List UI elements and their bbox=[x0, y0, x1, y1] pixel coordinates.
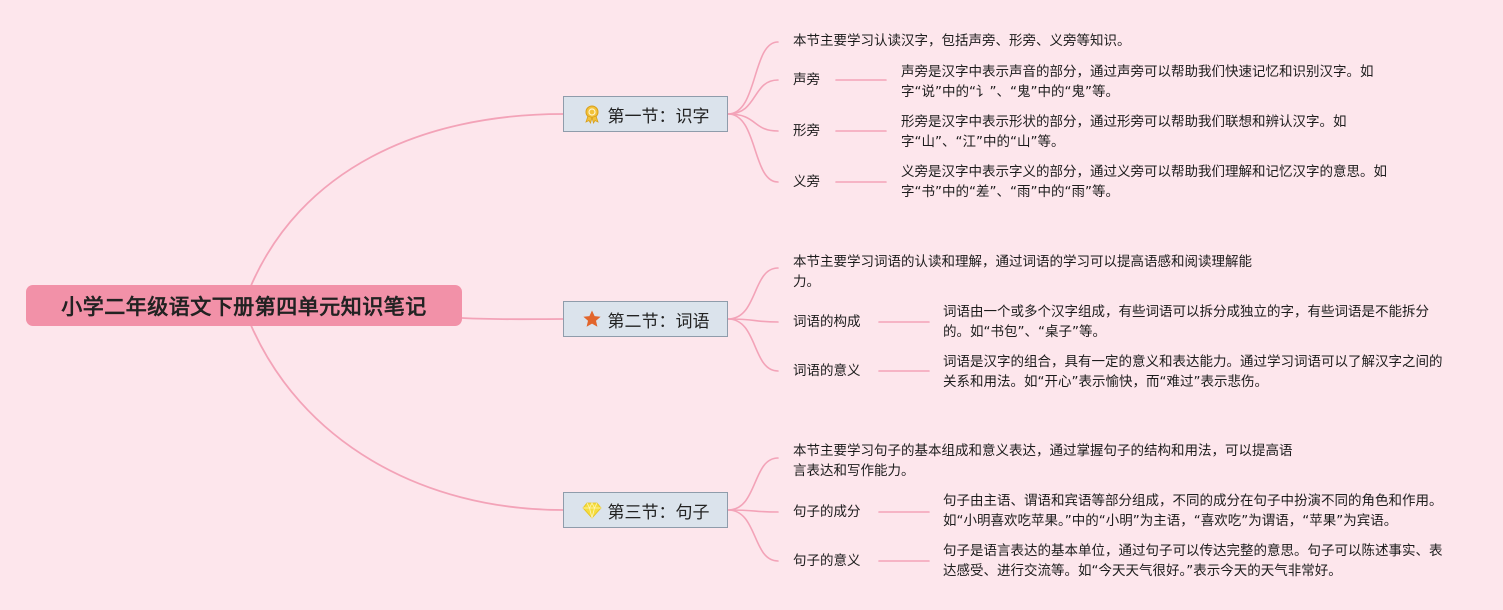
section-2-item-1-detail: 词语由一个或多个汉字组成，有些词语可以拆分成独立的字，有些词语是不能拆分的。如“… bbox=[943, 304, 1429, 340]
ribbon-badge-icon bbox=[584, 105, 599, 124]
section-2-item-1-label: 词语的构成 bbox=[793, 314, 861, 330]
root-link-section-3 bbox=[249, 322, 564, 511]
section-3-child-link-2 bbox=[727, 509, 779, 513]
section-3-child-link-1 bbox=[727, 457, 779, 511]
root-link-section-1 bbox=[249, 113, 564, 289]
section-1-item-3-label: 义旁 bbox=[793, 174, 820, 190]
section-2-title: 第二节：词语 bbox=[607, 311, 710, 332]
section-1-child-link-4 bbox=[727, 113, 779, 183]
section-3-item-1-label: 句子的成分 bbox=[793, 504, 861, 520]
section-3-child-link-3 bbox=[727, 509, 779, 562]
root-topic[interactable]: 小学二年级语文下册第四单元知识笔记 bbox=[26, 285, 462, 326]
root-title: 小学二年级语文下册第四单元知识笔记 bbox=[61, 294, 427, 319]
section-1-node[interactable]: 第一节：识字 bbox=[563, 96, 728, 132]
section-1-item-3-detail: 义旁是汉字中表示字义的部分，通过义旁可以帮助我们理解和记忆汉字的意思。如字“书”… bbox=[901, 164, 1387, 200]
section-2-child-link-3 bbox=[727, 318, 779, 372]
section-1-item-2-detail: 形旁是汉字中表示形状的部分，通过形旁可以帮助我们联想和辨认汉字。如字“山”、“江… bbox=[901, 114, 1347, 150]
section-2-child-link-2 bbox=[727, 318, 779, 323]
section-2-item-2-detail: 词语是汉字的组合，具有一定的意义和表达能力。通过学习词语可以了解汉字之间的关系和… bbox=[943, 354, 1443, 390]
section-2-summary: 本节主要学习词语的认读和理解，通过词语的学习可以提高语感和阅读理解能力。 bbox=[793, 254, 1252, 290]
star-icon bbox=[582, 310, 601, 327]
section-3-title: 第三节：句子 bbox=[607, 502, 710, 523]
root-link-section-2 bbox=[461, 317, 564, 321]
section-3-node[interactable]: 第三节：句子 bbox=[563, 492, 728, 528]
section-2-child-link-1 bbox=[727, 267, 779, 320]
section-3-item-2-label: 句子的意义 bbox=[793, 553, 861, 569]
section-1-title: 第一节：识字 bbox=[607, 106, 710, 127]
section-1-child-link-2 bbox=[727, 79, 779, 115]
section-3-item-1-detail: 句子由主语、谓语和宾语等部分组成，不同的成分在句子中扮演不同的角色和作用。如“小… bbox=[943, 493, 1443, 529]
section-1-item-1-label: 声旁 bbox=[793, 72, 820, 88]
gem-icon bbox=[581, 502, 602, 519]
section-3-summary: 本节主要学习句子的基本组成和意义表达，通过掌握句子的结构和用法，可以提高语言表达… bbox=[793, 443, 1293, 479]
section-2-node[interactable]: 第二节：词语 bbox=[563, 301, 728, 337]
section-3-item-2-detail: 句子是语言表达的基本单位，通过句子可以传达完整的意思。句子可以陈述事实、表达感受… bbox=[943, 543, 1443, 579]
section-1-child-link-1 bbox=[727, 41, 779, 115]
section-1-child-link-3 bbox=[727, 113, 779, 132]
section-1-summary: 本节主要学习认读汉字，包括声旁、形旁、义旁等知识。 bbox=[793, 33, 1131, 49]
section-2-item-2-label: 词语的意义 bbox=[793, 363, 861, 379]
section-1-item-1-detail: 声旁是汉字中表示声音的部分，通过声旁可以帮助我们快速记忆和识别汉字。如字“说”中… bbox=[901, 64, 1374, 100]
section-1-item-2-label: 形旁 bbox=[793, 123, 820, 139]
